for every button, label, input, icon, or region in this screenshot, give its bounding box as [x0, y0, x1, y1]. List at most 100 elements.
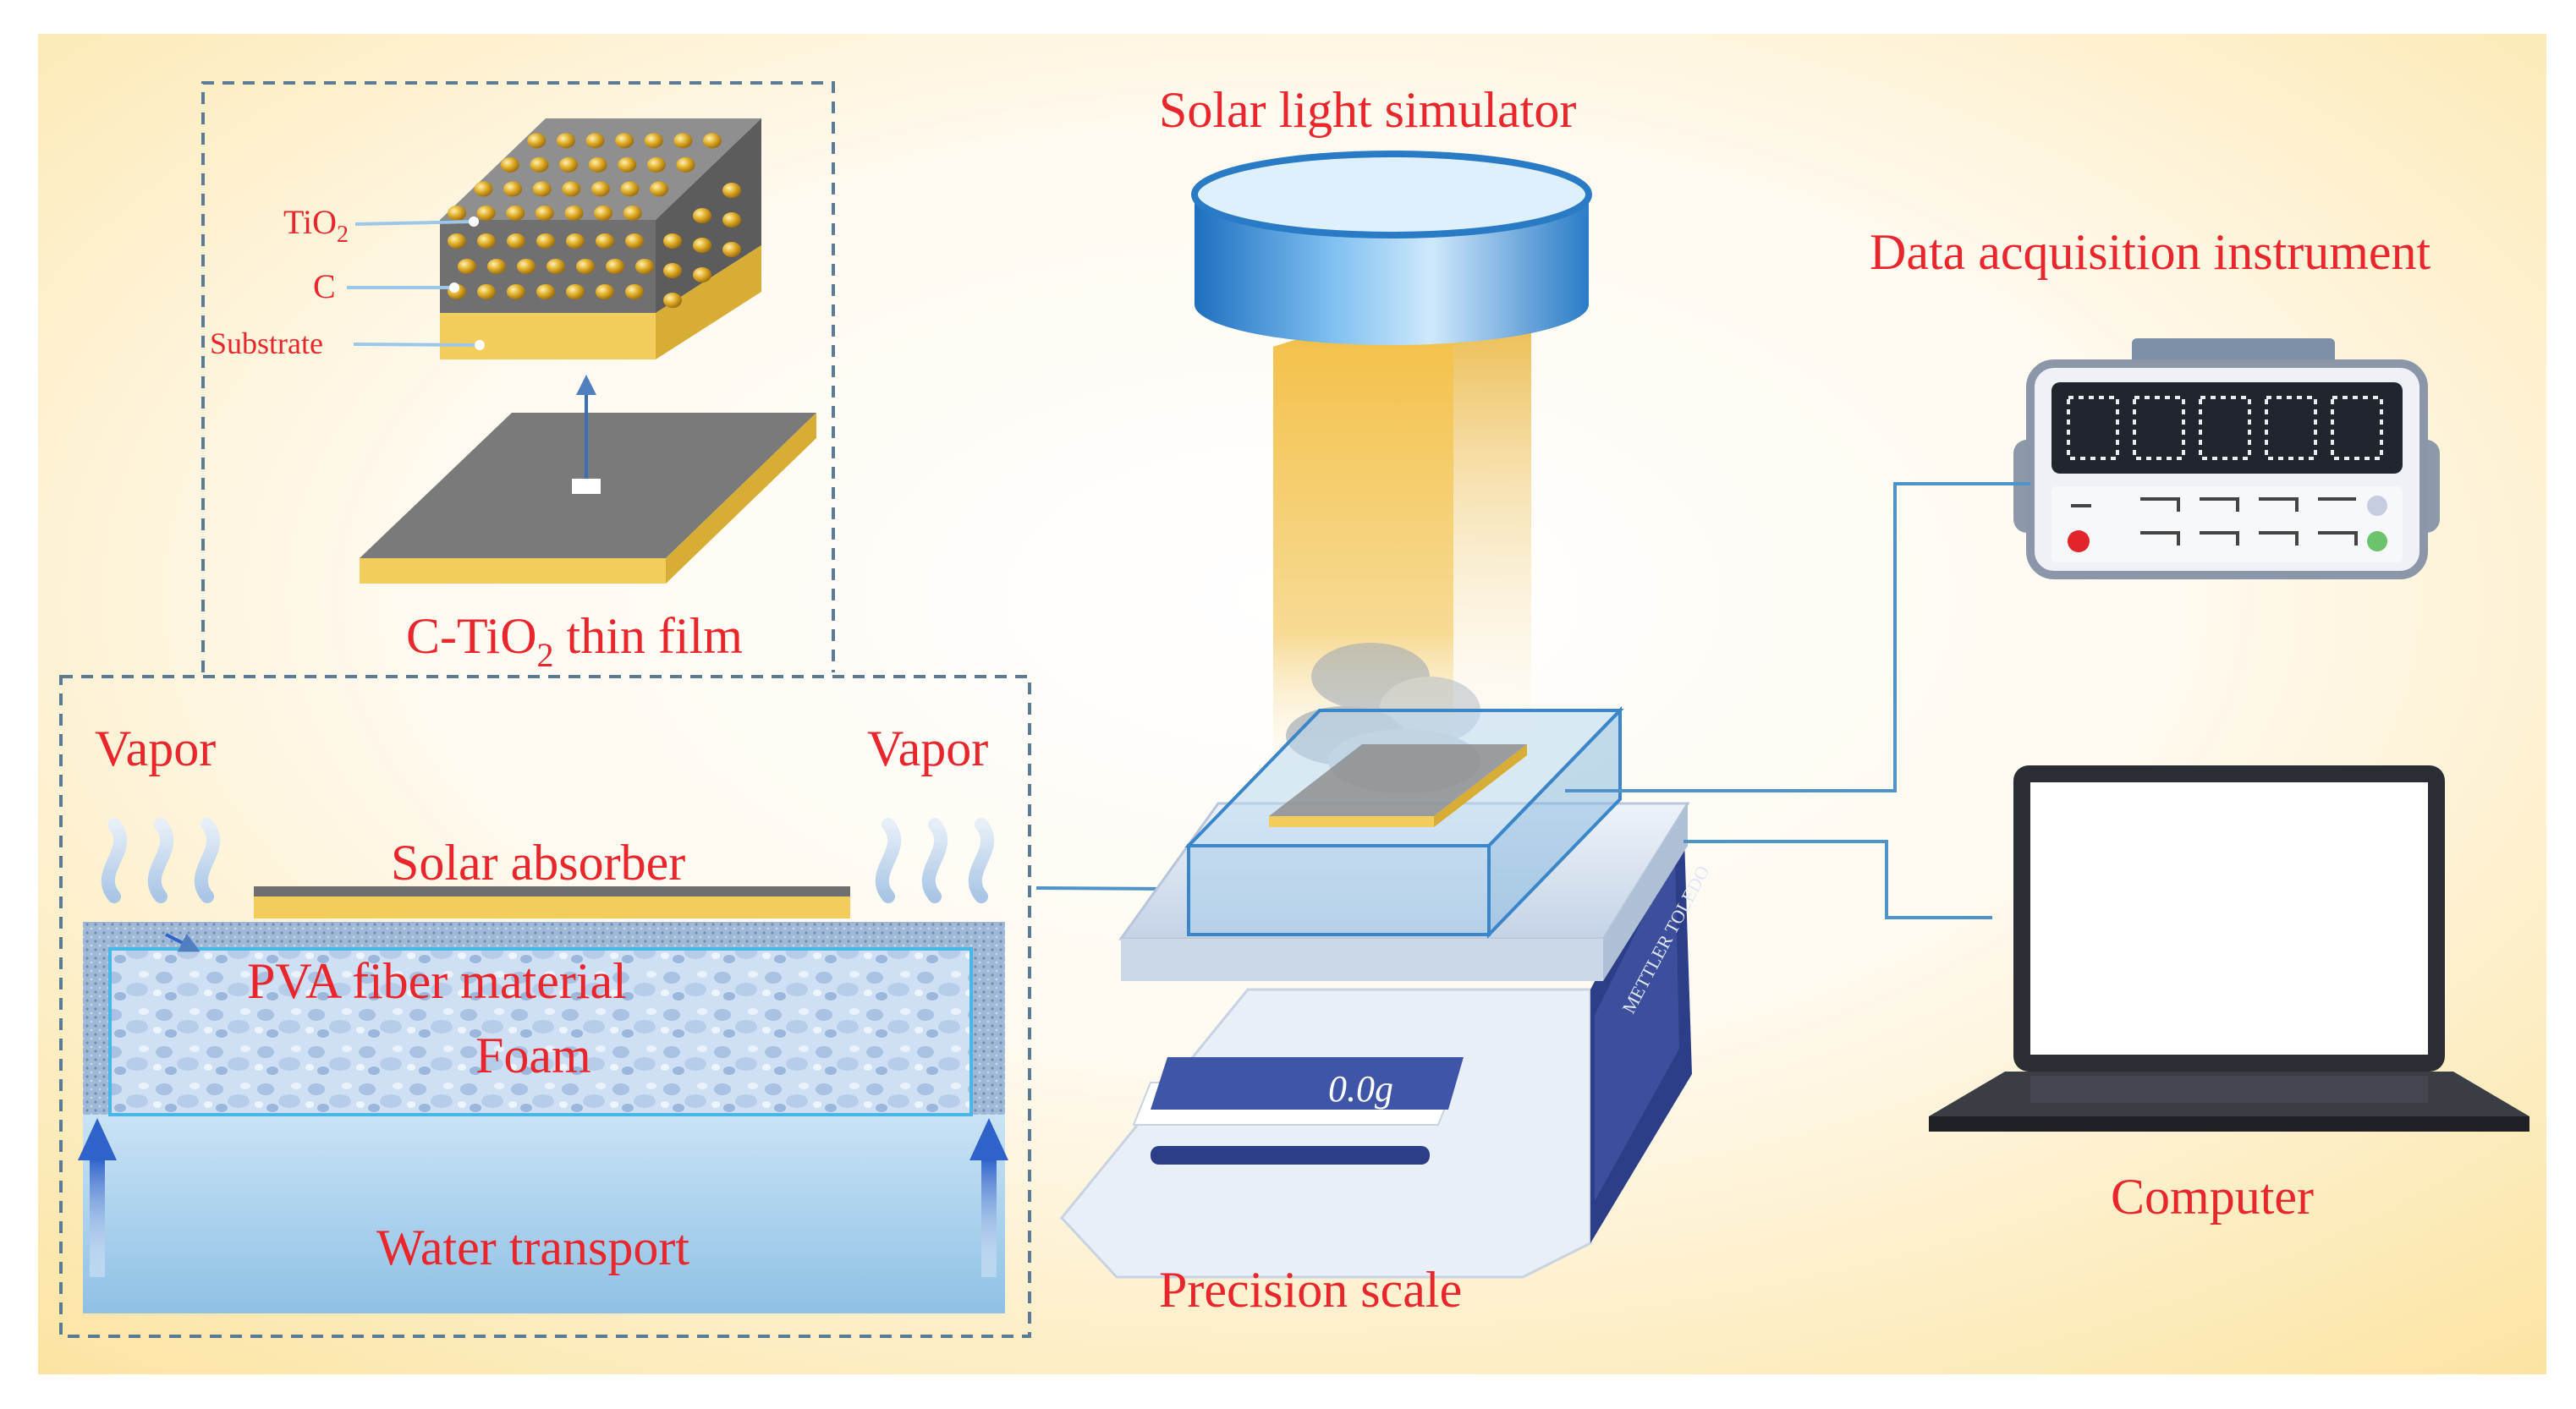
absorber-top	[254, 886, 850, 896]
tio2-particle	[625, 233, 644, 249]
tio2-particle	[693, 208, 711, 223]
tio2-particle	[596, 233, 614, 249]
tio2-particle	[722, 242, 741, 257]
instrument-connectors	[1565, 482, 2030, 919]
tio2-particle	[448, 206, 466, 221]
data-acquisition-instrument	[2013, 338, 2440, 579]
tio2-particle	[477, 284, 496, 299]
vapor-label-left: Vapor	[95, 721, 216, 776]
sample-container	[1184, 706, 1624, 939]
lcd-digit	[2133, 396, 2185, 460]
tio2-particle	[559, 156, 579, 173]
tio2-particle	[623, 206, 642, 221]
tio2-particle	[562, 181, 581, 197]
pva-fiber-label: PVA fiber material	[247, 953, 627, 1009]
solar-absorber-label: Solar absorber	[391, 835, 685, 891]
thin-film-inset-border	[201, 81, 835, 672]
indicator-light-2	[2367, 531, 2387, 551]
film-cube	[440, 118, 761, 359]
tio2-particle	[650, 181, 669, 197]
evaporator-inset-border	[59, 675, 1031, 1338]
tio2-particle	[663, 263, 682, 278]
tio2-particle	[644, 133, 663, 149]
tio2-particle	[663, 233, 682, 249]
tio2-particle	[536, 284, 555, 299]
solar-simulator-label: Solar light simulator	[1159, 82, 1576, 138]
tio2-particles	[448, 133, 741, 308]
tio2-particle	[506, 206, 525, 221]
vapor-wisps-left	[101, 818, 221, 903]
tio2-particle	[620, 181, 640, 197]
tio2-particle	[635, 259, 654, 274]
tio2-particle	[590, 181, 610, 197]
tio2-particle	[556, 133, 575, 149]
tio2-particle	[564, 206, 584, 221]
tio2-particle	[477, 233, 496, 249]
tio2-particle	[532, 181, 552, 197]
instrument-keys	[2071, 497, 2358, 546]
carbon-label: C	[313, 267, 336, 305]
tio2-particle	[474, 181, 493, 197]
foam-layer	[108, 947, 973, 1116]
tio2-particle	[673, 133, 693, 149]
tio2-particle	[722, 183, 741, 198]
vapor-label-right: Vapor	[867, 721, 988, 776]
tio2-particle	[618, 156, 637, 173]
tio2-particle	[507, 233, 525, 249]
flat-film	[360, 375, 816, 584]
tio2-particle	[663, 293, 682, 308]
tio2-particle	[536, 233, 555, 249]
lcd-digit	[2067, 396, 2119, 460]
water-body	[83, 1115, 1005, 1313]
tio2-particle	[596, 284, 614, 299]
absorber-substrate	[254, 896, 850, 918]
water-transport-label: Water transport	[376, 1220, 689, 1275]
tio2-particle	[594, 206, 613, 221]
tio2-particle	[566, 284, 585, 299]
solar-simulator-lamp	[1191, 151, 1592, 345]
tio2-particle	[693, 267, 711, 282]
tio2-particle	[585, 133, 605, 149]
thin-film-title: C-TiO2 thin film	[406, 608, 743, 674]
tio2-particle	[693, 238, 711, 253]
water-transport-arrows	[78, 1118, 1008, 1277]
precision-scale-label: Precision scale	[1159, 1262, 1462, 1318]
power-button	[2068, 530, 2090, 552]
substrate-label: Substrate	[210, 326, 323, 360]
cube-labels: TiO2 C Substrate	[210, 203, 485, 360]
foam-label: Foam	[475, 1028, 591, 1083]
tio2-particle	[527, 133, 547, 149]
tio2-particle	[500, 156, 519, 173]
tio2-particle	[625, 284, 644, 299]
tio2-particle	[530, 156, 549, 173]
lcd-digit	[2265, 396, 2317, 460]
vapor-wisps-right	[875, 818, 995, 903]
laptop-computer	[1929, 765, 2529, 1132]
tio2-particle	[476, 206, 496, 221]
tio2-particle	[503, 181, 523, 197]
computer-label: Computer	[2111, 1169, 2314, 1225]
tio2-particle	[507, 284, 525, 299]
data-acquisition-label: Data acquisition instrument	[1870, 224, 2431, 280]
lcd-digits	[2067, 396, 2383, 460]
tio2-particle	[576, 259, 595, 274]
tio2-label: TiO2	[283, 203, 349, 248]
tio2-particle	[606, 259, 624, 274]
tio2-particle	[458, 259, 476, 274]
tio2-particle	[517, 259, 536, 274]
tio2-particle	[702, 133, 722, 149]
tio2-particle	[566, 233, 585, 249]
tio2-particle	[535, 206, 554, 221]
tio2-particle	[646, 156, 666, 173]
tio2-particle	[615, 133, 634, 149]
lcd-digit	[2199, 396, 2251, 460]
tio2-particle	[547, 259, 565, 274]
tio2-particle	[722, 212, 741, 228]
pva-pointer-arrow	[165, 933, 200, 952]
scale-display-readout: 0.0g	[1328, 1068, 1393, 1110]
tio2-particle	[487, 259, 506, 274]
tio2-particle	[588, 156, 607, 173]
tio2-particle	[448, 233, 466, 249]
